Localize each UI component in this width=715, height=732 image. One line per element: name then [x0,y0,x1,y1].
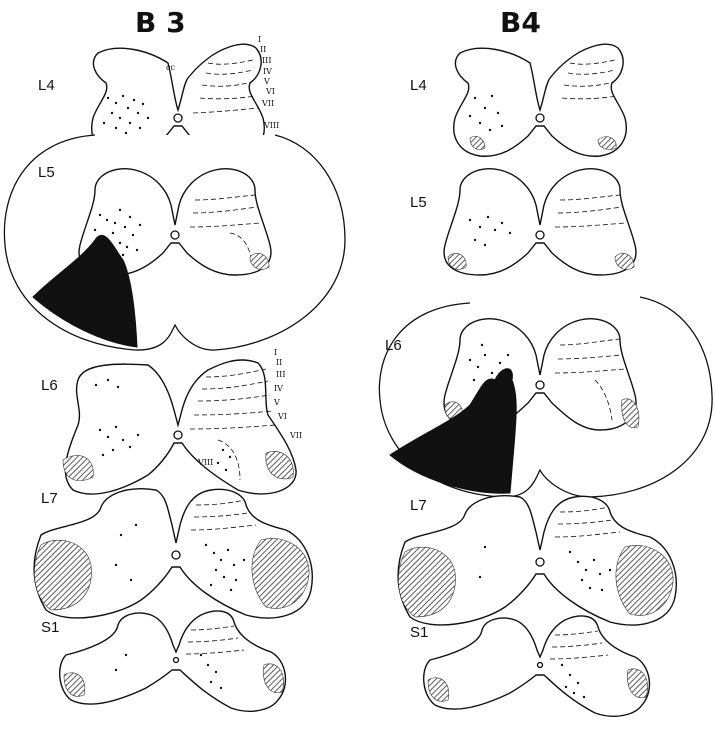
lamina-label: III [262,56,271,65]
level-label: L7 [41,490,58,507]
central-canal [172,551,180,559]
lamina-label: II [260,45,266,54]
lamina-label: I [258,35,261,44]
lamina-label: VIII [197,458,213,467]
section-b4-l7: L7 [398,496,676,625]
level-label: S1 [410,624,428,641]
central-canal [536,231,544,239]
lamina-label: II [276,358,282,367]
lamina-label: VIII [263,121,279,130]
lamina-label: IV [274,384,283,393]
central-canal [174,431,182,439]
section-b3-s1: S1 [41,611,285,711]
central-canal [174,658,179,663]
central-canal [536,381,544,389]
central-canal [536,558,544,566]
lamina-label: VI [277,412,287,421]
section-b3-l5: L5 [4,135,345,350]
panel-title-b3: B 3 [135,6,186,39]
level-label: L5 [410,194,427,211]
section-b3-l7: L7 [34,489,312,618]
lamina-label: VI [265,87,275,96]
cc-label: cc [166,63,175,72]
lamina-label: VII [261,99,274,108]
central-canal [174,114,182,122]
level-label: L5 [38,164,55,181]
section-b3-l6: L6 I II III IV V VI VII VIII [41,348,302,494]
lamina-label: IV [263,67,272,76]
level-label: L4 [38,77,55,94]
section-b4-s1: S1 [410,616,649,716]
central-canal [538,663,543,668]
level-label: L4 [410,77,427,94]
central-canal [171,231,179,239]
section-b4-l5: L5 [410,169,636,275]
lamina-label: V [273,398,280,407]
panel-title-b4: B4 [500,6,541,39]
panel-b4: L4 L5 [379,44,712,716]
lamina-label: I [274,348,277,357]
section-b4-l4: L4 [410,44,626,156]
level-label: L6 [41,377,58,394]
lamina-label: VII [289,431,302,440]
level-label: L7 [410,497,427,514]
level-label: S1 [41,619,59,636]
section-b4-l6: L6 [379,297,712,497]
central-canal [536,114,544,122]
level-label: L6 [385,337,402,354]
lamina-label: V [263,77,270,86]
panel-b3: cc L4 I II III IV V VI VII VIII [4,35,345,711]
lamina-label: III [276,370,285,379]
